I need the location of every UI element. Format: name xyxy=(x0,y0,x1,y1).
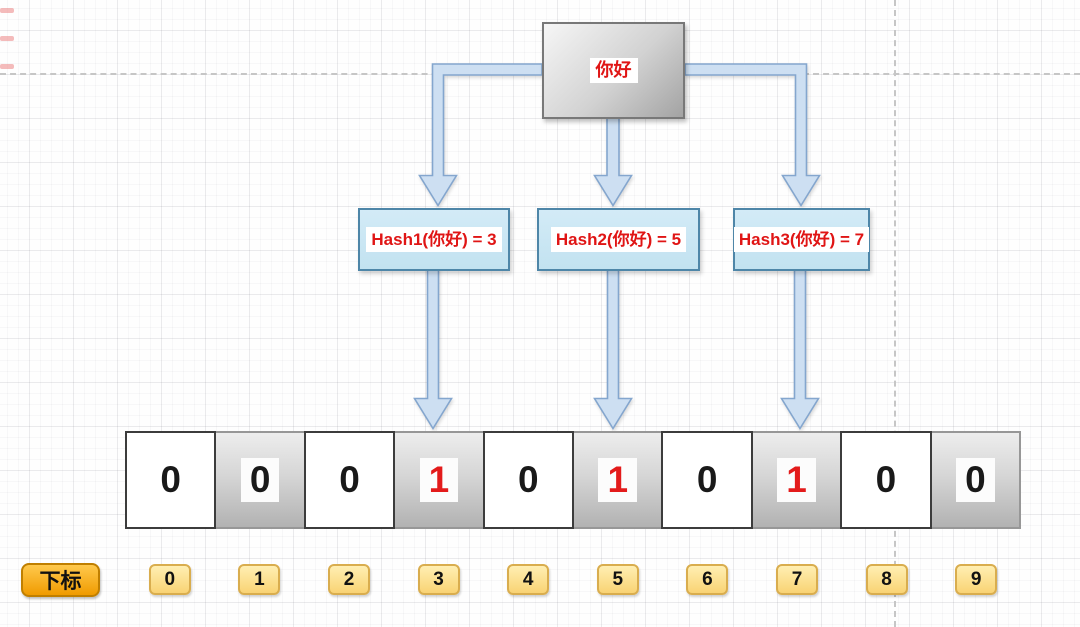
bit-cell-6: 0 xyxy=(661,431,753,529)
hash3-node: Hash3(你好) = 7 xyxy=(733,208,870,271)
index-label-9: 9 xyxy=(955,564,998,595)
arrow-hash1-to-cell3 xyxy=(413,267,453,431)
index-label-2: 2 xyxy=(328,564,370,595)
hash2-node-label: Hash2(你好) = 5 xyxy=(550,226,687,253)
bit-cell-value: 0 xyxy=(956,457,995,503)
bit-cell-9: 0 xyxy=(929,431,1022,529)
bit-cell-value: 0 xyxy=(875,458,897,500)
index-label-1: 1 xyxy=(238,564,281,595)
bit-cell-0: 0 xyxy=(125,431,217,529)
arrow-input-to-hash2 xyxy=(593,115,633,208)
bit-cell-value: 0 xyxy=(160,458,181,500)
bit-cell-4: 0 xyxy=(482,431,575,529)
index-label-4: 4 xyxy=(507,564,550,595)
input-node: 你好 xyxy=(542,22,685,119)
bit-cell-8: 0 xyxy=(840,431,932,529)
red-edge-mark xyxy=(0,64,14,69)
hash1-node: Hash1(你好) = 3 xyxy=(358,208,510,271)
index-label-8: 8 xyxy=(865,564,908,595)
bit-cell-2: 0 xyxy=(303,431,396,529)
bit-cell-value: 0 xyxy=(339,458,360,500)
arrow-input-to-hash1 xyxy=(418,63,543,208)
input-node-label: 你好 xyxy=(589,57,638,84)
bit-cell-value: 1 xyxy=(598,457,638,503)
index-label-3: 3 xyxy=(417,564,460,595)
index-label-7: 7 xyxy=(776,564,818,595)
arrow-hash2-to-cell5 xyxy=(593,267,633,431)
bit-cell-5: 1 xyxy=(572,431,664,529)
bit-cell-value: 1 xyxy=(419,457,459,503)
page-guide-vertical xyxy=(894,0,896,627)
bit-cell-value: 0 xyxy=(518,458,539,500)
red-edge-mark xyxy=(0,36,14,41)
hash1-node-label: Hash1(你好) = 3 xyxy=(366,226,502,253)
index-label-5: 5 xyxy=(596,564,639,595)
bit-cell-value: 1 xyxy=(777,457,816,503)
red-edge-mark xyxy=(0,8,14,13)
hash2-node: Hash2(你好) = 5 xyxy=(537,208,700,271)
index-legend: 下标 xyxy=(21,563,100,597)
bit-cell-value: 0 xyxy=(696,458,718,500)
arrow-input-to-hash3 xyxy=(684,63,821,208)
index-label-6: 6 xyxy=(686,564,729,595)
bit-cell-7: 1 xyxy=(750,431,843,529)
hash3-node-label: Hash3(你好) = 7 xyxy=(733,226,870,253)
arrow-hash3-to-cell7 xyxy=(780,267,820,431)
bit-cell-3: 1 xyxy=(393,431,485,529)
bit-cell-1: 0 xyxy=(214,431,306,529)
bit-cell-value: 0 xyxy=(240,457,280,503)
index-label-0: 0 xyxy=(148,564,191,595)
bit-array: 0 0 0 1 0 1 0 1 0 0 xyxy=(125,431,1022,529)
